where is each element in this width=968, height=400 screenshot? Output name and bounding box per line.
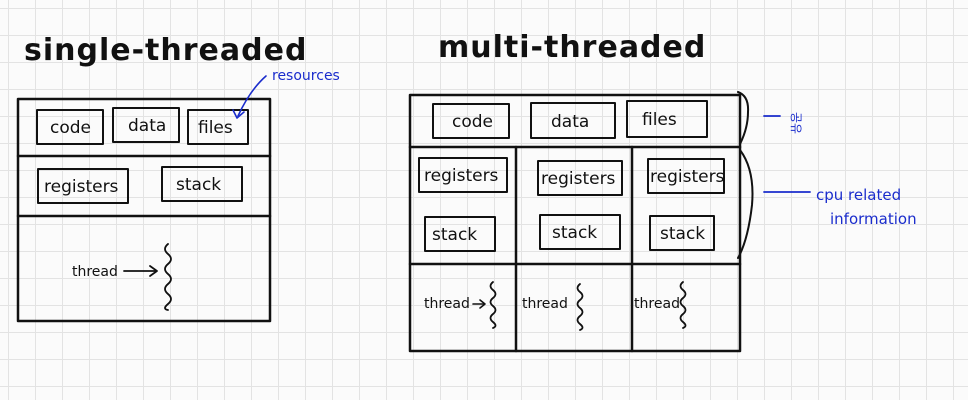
single-process-box (16, 97, 272, 323)
multi-threaded-title: multi-threaded (438, 30, 706, 65)
multi-thread-label-1: thread (424, 296, 470, 312)
multi-thread-label-2: thread (522, 296, 568, 312)
cpu-info-bracket (737, 149, 754, 259)
single-code-label: code (50, 118, 91, 138)
multi-code-label: code (452, 112, 493, 132)
single-data-box (112, 107, 180, 143)
single-files-box (187, 109, 249, 145)
single-thread-arrow (123, 265, 158, 277)
multi-files-box (626, 100, 708, 138)
single-registers-box (37, 168, 129, 204)
shared-annotation: 공유 (789, 112, 803, 134)
multi-stack-box (539, 214, 621, 250)
multi-registers-box (537, 160, 623, 196)
shared-bracket (737, 91, 750, 145)
multi-process-box (408, 93, 742, 353)
multi-thread-squiggle-2 (576, 283, 584, 331)
multi-registers-box (418, 157, 508, 193)
single-thread-squiggle (164, 243, 172, 311)
cpu-info-line-2: information (830, 210, 917, 228)
single-code-box (36, 109, 104, 145)
multi-registers-label-3: registers (650, 167, 725, 187)
resources-annotation: resources (272, 68, 340, 84)
single-threaded-title: single-threaded (24, 33, 307, 68)
multi-registers-label-2: registers (541, 169, 616, 189)
multi-stack-box (649, 215, 715, 251)
single-data-label: data (128, 116, 166, 136)
multi-files-label: files (642, 110, 677, 130)
multi-thread-arrow (472, 299, 486, 309)
multi-stack-label-3: stack (660, 224, 705, 244)
multi-stack-label-1: stack (432, 225, 477, 245)
cpu-info-line-1: cpu related (816, 186, 901, 204)
multi-thread-squiggle-3 (679, 281, 687, 329)
single-thread-label: thread (72, 264, 118, 280)
multi-thread-squiggle-1 (489, 281, 497, 329)
single-stack-box (161, 166, 243, 202)
multi-stack-box (424, 216, 496, 252)
resources-arrowhead (232, 109, 245, 119)
multi-data-box (530, 102, 616, 139)
single-registers-label: registers (44, 177, 119, 197)
multi-registers-box (647, 158, 725, 194)
multi-code-box (432, 103, 510, 139)
multi-data-label: data (551, 112, 589, 132)
multi-registers-label-1: registers (424, 166, 499, 186)
single-stack-label: stack (176, 175, 221, 195)
multi-thread-label-3: thread (634, 296, 680, 312)
resources-arrow (237, 75, 267, 117)
multi-stack-label-2: stack (552, 223, 597, 243)
single-files-label: files (198, 118, 233, 138)
